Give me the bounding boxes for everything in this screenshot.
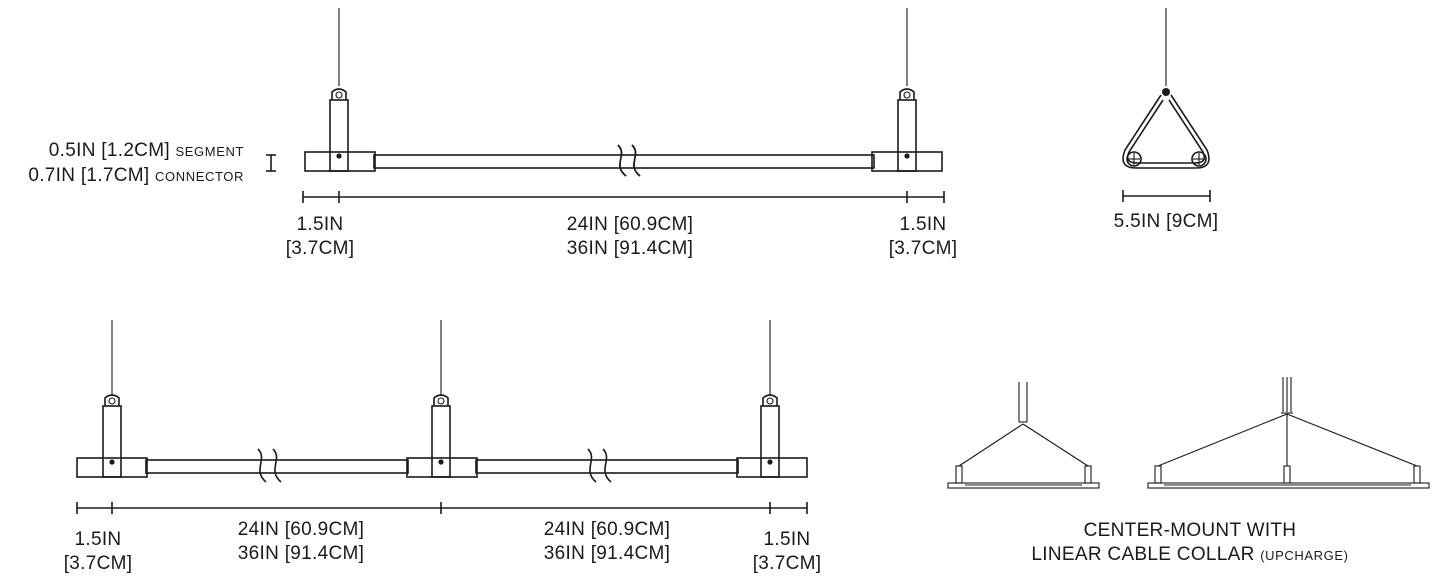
- side-view-triangle: [1122, 8, 1211, 202]
- mount-post: [329, 99, 349, 172]
- top-end-right-dimension: 1.5IN [3.7CM]: [888, 214, 958, 259]
- mount-tab: [331, 88, 347, 100]
- center-mount-large: [1147, 377, 1430, 489]
- bottom-fixture-three-mount: [76, 320, 808, 514]
- top-end-left-dimension: 1.5IN [3.7CM]: [285, 214, 355, 259]
- triangle-width-dimension: 5.5IN [9CM]: [1113, 211, 1219, 232]
- bar-segment: [373, 154, 875, 169]
- height-dimension-label: 0.5IN [1.2CM] SEGMENT 0.7IN [1.7CM] CONN…: [28, 140, 244, 186]
- bottom-end-right-dimension: 1.5IN [3.7CM]: [752, 529, 822, 574]
- mount-screw: [904, 153, 910, 159]
- top-span-dimension: 24IN [60.9CM] 36IN [91.4CM]: [566, 214, 694, 259]
- center-mount-caption: CENTER-MOUNT WITH LINEAR CABLE COLLAR (U…: [1031, 520, 1349, 565]
- center-mount-small: [947, 382, 1100, 489]
- mount-tab: [899, 88, 915, 100]
- bottom-span-1-dimension: 24IN [60.9CM] 36IN [91.4CM]: [237, 519, 365, 564]
- bottom-end-left-dimension: 1.5IN [3.7CM]: [63, 529, 133, 574]
- bottom-span-2-dimension: 24IN [60.9CM] 36IN [91.4CM]: [543, 519, 671, 564]
- mount-post: [897, 99, 917, 172]
- top-fixture-two-mount: [266, 8, 945, 203]
- mount-screw: [336, 153, 342, 159]
